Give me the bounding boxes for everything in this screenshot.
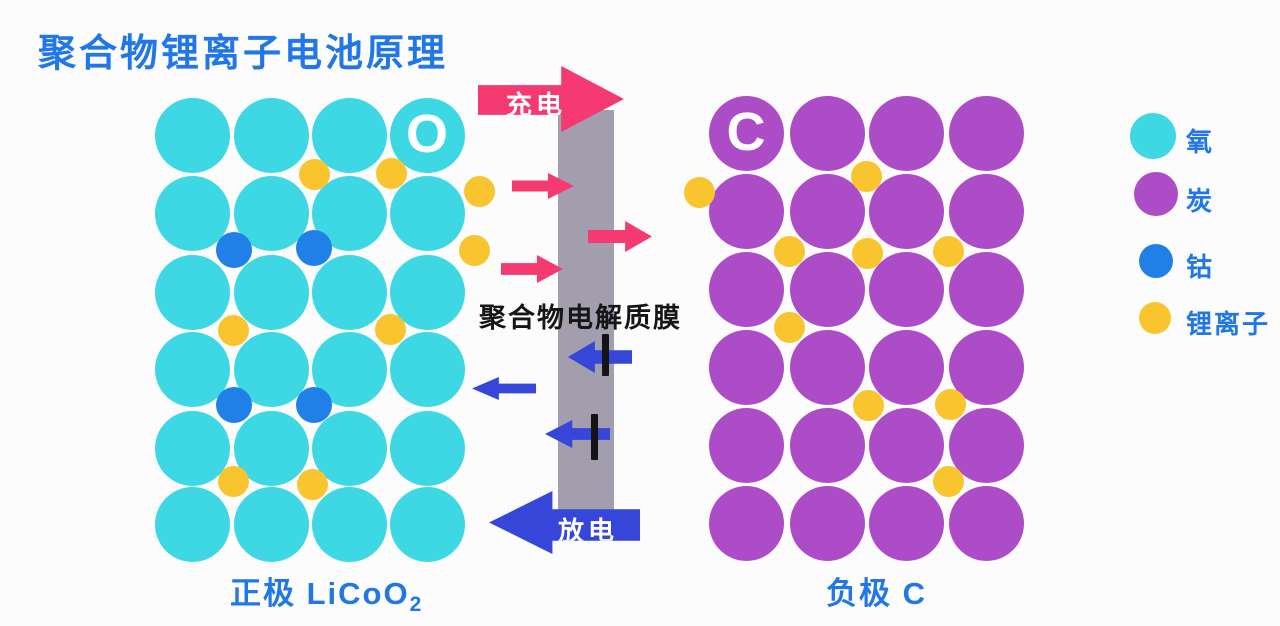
legend-cobalt-label: 钴	[1186, 252, 1215, 282]
oxygen-atom	[154, 410, 230, 486]
carbon-atom	[789, 407, 865, 483]
oxygen-atom	[154, 254, 230, 330]
oxygen-atom	[233, 486, 309, 562]
lithium-ion	[458, 234, 490, 266]
legend-oxygen-dot	[1130, 113, 1176, 159]
cobalt-atom	[216, 232, 252, 268]
oxygen-atom	[311, 254, 387, 330]
cobalt-atom	[296, 230, 332, 266]
oxygen-atom	[389, 486, 465, 562]
carbon-atom	[868, 251, 944, 327]
oxygen-atom	[233, 254, 309, 330]
oxygen-atom	[311, 97, 387, 173]
lithium-ion	[217, 314, 249, 346]
atom-symbol-C: C	[726, 102, 766, 162]
lithium-ion	[463, 175, 495, 207]
oxygen-atom	[154, 175, 230, 251]
carbon-atom	[948, 95, 1024, 171]
oxygen-atom	[311, 486, 387, 562]
cobalt-atom	[296, 387, 332, 423]
lithium-ion	[850, 160, 882, 192]
oxygen-atom	[389, 410, 465, 486]
oxygen-atom	[154, 331, 230, 407]
lithium-ion	[932, 465, 964, 497]
carbon-atom	[708, 173, 784, 249]
page-title: 聚合物锂离子电池原理	[38, 33, 449, 75]
legend-cobalt-dot	[1139, 244, 1173, 278]
lithium-ion	[683, 176, 715, 208]
lithium-ion	[852, 389, 884, 421]
carbon-atom	[789, 95, 865, 171]
oxygen-atom	[154, 486, 230, 562]
carbon-atom	[948, 251, 1024, 327]
positive-electrode-label-subscript: 2	[409, 593, 424, 617]
carbon-atom	[868, 407, 944, 483]
oxygen-atom	[389, 254, 465, 330]
lithium-ion	[296, 468, 328, 500]
lithium-ion	[773, 311, 805, 343]
legend-lithium-dot	[1139, 302, 1171, 334]
carbon-atom	[948, 329, 1024, 405]
negative-electrode-label: 负极 C	[826, 576, 927, 611]
positive-electrode-label: 正极 LiCoO2	[230, 568, 423, 617]
legend-carbon-dot	[1134, 172, 1178, 216]
lithium-ion	[851, 237, 883, 269]
positive-electrode-label-text: 正极 LiCoO	[230, 576, 410, 611]
lithium-ion	[374, 313, 406, 345]
carbon-atom	[708, 485, 784, 561]
lithium-ion	[375, 157, 407, 189]
carbon-atom	[868, 173, 944, 249]
oxygen-atom	[233, 97, 309, 173]
carbon-atom	[948, 173, 1024, 249]
membrane-label: 聚合物电解质膜	[479, 303, 682, 333]
atom-symbol-O: O	[405, 104, 448, 164]
plus-sign-bar-2-icon	[591, 414, 598, 460]
carbon-atom	[948, 407, 1024, 483]
carbon-atom	[868, 485, 944, 561]
carbon-atom	[948, 485, 1024, 561]
lithium-ion	[934, 388, 966, 420]
carbon-atom	[708, 251, 784, 327]
plus-sign-bar-1-icon	[602, 334, 609, 376]
lithium-ion	[298, 158, 330, 190]
carbon-atom	[868, 95, 944, 171]
carbon-atom	[789, 485, 865, 561]
carbon-atom: C	[708, 95, 784, 171]
carbon-atom	[708, 407, 784, 483]
legend-lithium-label: 锂离子	[1186, 309, 1271, 339]
oxygen-atom	[389, 331, 465, 407]
lithium-ion	[773, 235, 805, 267]
oxygen-atom	[154, 97, 230, 173]
oxygen-atom	[389, 175, 465, 251]
lithium-ion	[217, 465, 249, 497]
carbon-atom	[789, 329, 865, 405]
carbon-atom	[708, 329, 784, 405]
legend-carbon-label: 炭	[1186, 186, 1215, 216]
lithium-ion	[932, 235, 964, 267]
carbon-atom	[868, 329, 944, 405]
oxygen-atom: O	[389, 97, 465, 173]
oxygen-atom	[311, 410, 387, 486]
carbon-atom	[789, 251, 865, 327]
carbon-atom	[789, 173, 865, 249]
cobalt-atom	[216, 387, 252, 423]
legend-oxygen-label: 氧	[1186, 127, 1215, 157]
